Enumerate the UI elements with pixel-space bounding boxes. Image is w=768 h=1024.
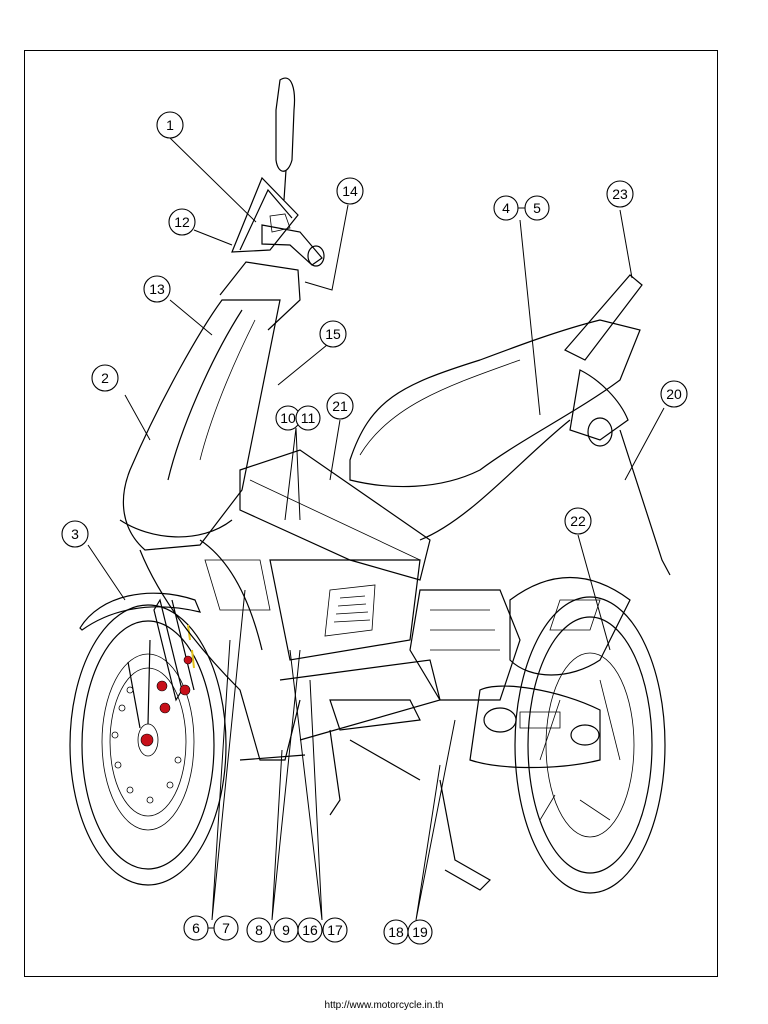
callout-23: 23 [606,180,634,208]
callout-label: 10 [280,410,296,426]
engine-assembly [409,576,631,769]
rear-wheel [514,596,666,894]
callout-label: 3 [71,526,79,542]
callout-3: 3 [61,520,89,548]
callout-4-5: 4 5 [493,195,550,221]
callout-label: 21 [332,398,348,414]
leader-lines [87,137,665,921]
stands [329,729,491,891]
callout-21: 21 [326,392,354,420]
front-body [119,299,306,761]
front-wheel [69,604,227,886]
callout-12: 12 [168,208,196,236]
callout-label: 22 [570,513,586,529]
callout-8-9: 8 9 [246,917,299,943]
callout-18-19: 18 19 [383,919,433,945]
callout-label: 20 [666,386,682,402]
callout-bubbles: 1 2 3 4 5 6 7 8 9 [61,111,688,945]
callout-label: 16 [302,922,318,938]
callout-label: 15 [325,326,341,342]
callout-label: 5 [533,200,541,216]
callout-label: 9 [282,922,290,938]
callout-label: 6 [192,920,200,936]
callout-22: 22 [564,507,592,535]
source-url: http://www.motorcycle.in.th [324,1000,444,1011]
diagram-frame [24,50,718,977]
center-body [239,449,441,741]
callout-label: 13 [149,281,165,297]
callout-2: 2 [91,364,119,392]
callout-label: 19 [412,924,428,940]
callout-16-17: 16 17 [297,917,348,943]
seat-and-tail [349,274,671,576]
callout-15: 15 [319,320,347,348]
callout-label: 23 [612,186,628,202]
callout-label: 14 [342,183,358,199]
handlebar-assembly [219,77,325,331]
callout-label: 12 [174,214,190,230]
callout-6-7: 6 7 [183,915,239,941]
callout-20: 20 [660,380,688,408]
callout-14: 14 [336,177,364,205]
callout-10-11: 10 11 [275,405,321,431]
callout-label: 4 [502,200,510,216]
callout-label: 7 [222,920,230,936]
callout-label: 8 [255,922,263,938]
callout-label: 18 [388,924,404,940]
callout-label: 17 [327,922,343,938]
callout-label: 11 [301,410,316,426]
scooter-illustration [69,77,671,894]
callout-label: 1 [166,117,174,133]
callout-1: 1 [156,111,184,139]
callout-13: 13 [143,275,171,303]
callout-label: 2 [101,370,109,386]
